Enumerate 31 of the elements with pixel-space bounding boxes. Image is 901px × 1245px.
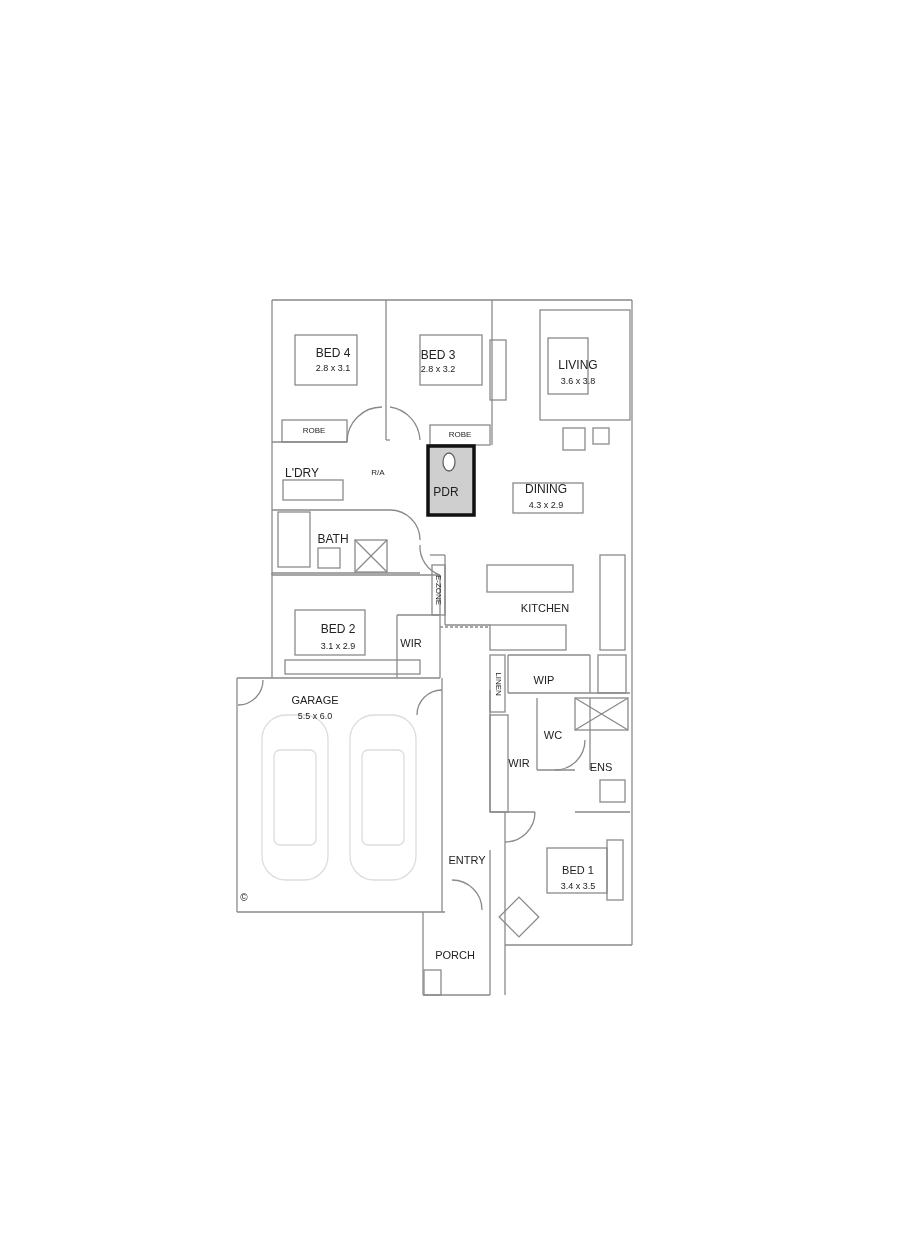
room-label: WIR [400, 637, 422, 649]
room-label: BED 2 [320, 623, 356, 635]
room-label: KITCHEN [520, 602, 570, 614]
room-label: E-ZONE [434, 574, 442, 606]
room-label: BED 3 [420, 349, 456, 361]
room-label: LINEN [494, 672, 502, 696]
room-label: ENTRY [448, 854, 486, 866]
dimension-text: 4.3 x 2.9 [528, 500, 564, 510]
room-label: BATH [317, 533, 349, 545]
dimension-text: 3.6 x 3.8 [560, 376, 596, 386]
room-label: GARAGE [291, 694, 339, 706]
room-label: WC [543, 729, 563, 741]
room-label: LIVING [558, 359, 598, 371]
dimension-text: 5.5 x 6.0 [297, 711, 333, 721]
room-label: ENS [589, 761, 613, 773]
room-label: WIP [533, 674, 555, 686]
room-label: PDR [433, 486, 459, 498]
room-label: PORCH [435, 949, 475, 961]
room-label: WIR [508, 757, 530, 769]
symbol-mark: © [240, 893, 248, 903]
dimension-text: 3.4 x 3.5 [560, 881, 596, 891]
dimension-text: 3.1 x 2.9 [320, 641, 356, 651]
dimension-text: 2.8 x 3.1 [315, 363, 351, 373]
dimension-text: 2.8 x 3.2 [420, 364, 456, 374]
room-label: BED 4 [315, 347, 351, 359]
room-label: ROBE [448, 431, 472, 439]
room-label: DINING [525, 483, 567, 495]
room-label: ROBE [302, 427, 326, 435]
room-label: BED 1 [562, 864, 594, 876]
room-label: L'DRY [284, 467, 320, 479]
room-label: R/A [371, 469, 385, 477]
